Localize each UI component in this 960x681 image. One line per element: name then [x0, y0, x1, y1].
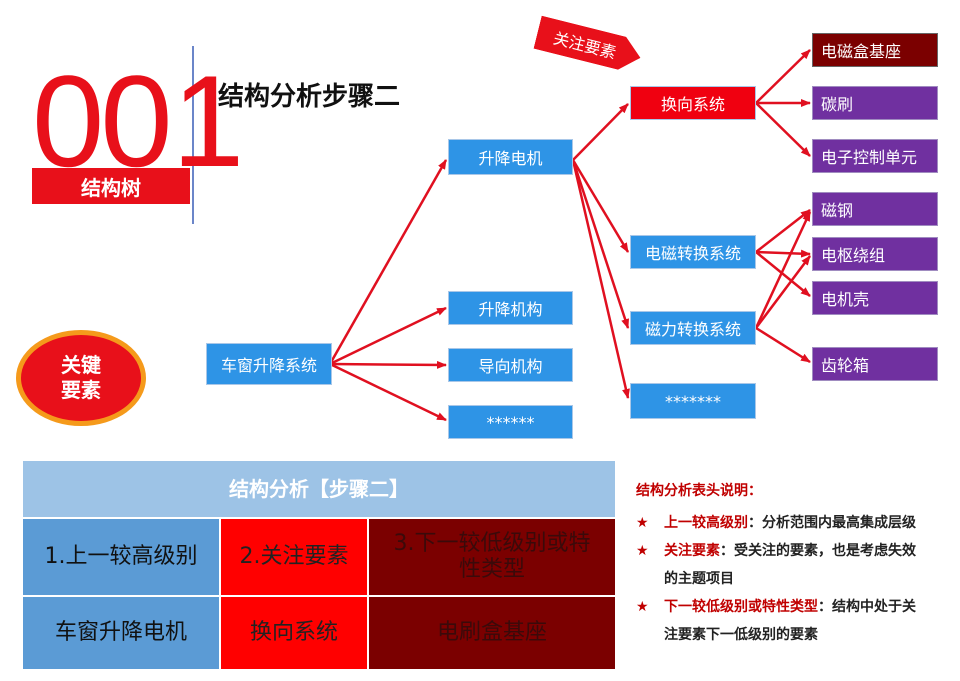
edge-root-motor — [328, 159, 448, 365]
page-title: 结构分析步骤二 — [218, 82, 401, 112]
edge-motor-commutation — [572, 103, 629, 161]
node-root: 车窗升降系统 — [206, 343, 332, 385]
node-gearbox: 齿轮箱 — [812, 347, 938, 381]
node-commutation-system: 换向系统 — [630, 86, 756, 120]
node-electromagnetic-system: 电磁转换系统 — [630, 235, 756, 269]
note-term: 上一较高级别 — [664, 515, 748, 531]
edge-commutation-base — [755, 49, 811, 104]
node-magnetic-system: 磁力转换系统 — [630, 311, 756, 345]
node-guide-mechanism: 导向机构 — [448, 348, 573, 382]
table-header-notes: 结构分析表头说明： ★ 上一较高级别：分析范围内最高集成层级 ★ 关注要素：受关… — [636, 477, 926, 649]
section-number: 00 — [32, 48, 173, 194]
column-header-focus-element: 2.关注要素 — [220, 518, 368, 596]
note-text: ：结构中处于关注要素下一低级别的要素 — [664, 599, 916, 643]
table-header: 结构分析【步骤二】 — [22, 460, 616, 518]
edge-mag-gearbox — [755, 326, 811, 364]
badge-line-1: 关键 — [61, 353, 101, 377]
star-icon: ★ — [636, 599, 649, 615]
edge-root-other — [329, 362, 447, 422]
note-term: 下一较低级别或特性类型 — [664, 599, 818, 615]
note-item: ★ 下一较低级别或特性类型：结构中处于关注要素下一低级别的要素 — [636, 593, 926, 649]
note-item: ★ 关注要素：受关注的要素，也是考虑失效的主题项目 — [636, 537, 926, 593]
node-lift-mechanism: 升降机构 — [448, 291, 573, 325]
node-level2-other: ****** — [448, 405, 573, 439]
edge-mag-magnet — [754, 211, 812, 329]
edge-motor-magnetic — [571, 159, 630, 329]
table-row-cell-lower-level: 电刷盒基座 — [368, 596, 616, 670]
section-tag: 结构树 — [32, 168, 190, 204]
node-magnet-steel: 磁钢 — [812, 192, 938, 226]
node-armature-winding: 电枢绕组 — [812, 237, 938, 271]
edge-em-housing — [755, 251, 811, 297]
node-motor-housing: 电机壳 — [812, 281, 938, 315]
structure-analysis-table: 结构分析【步骤二】 1.上一较高级别 2.关注要素 3.下一较低级别或特性类型 … — [22, 460, 616, 670]
edge-motor-electromagnetic — [571, 159, 630, 253]
table-row-cell-higher-level: 车窗升降电机 — [22, 596, 220, 670]
node-motor: 升降电机 — [448, 139, 573, 175]
node-ecu: 电子控制单元 — [812, 139, 938, 173]
column-header-higher-level: 1.上一较高级别 — [22, 518, 220, 596]
edge-em-winding — [755, 249, 811, 258]
edge-root-lift — [329, 306, 447, 366]
edge-root-guide — [329, 360, 447, 369]
key-element-badge: 关键 要素 — [16, 330, 146, 426]
edge-motor-other — [571, 159, 630, 399]
note-term: 关注要素 — [664, 543, 720, 559]
node-carbon-brush: 碳刷 — [812, 86, 938, 120]
note-text: ：受关注的要素，也是考虑失效的主题项目 — [664, 543, 916, 587]
header-divider — [192, 46, 194, 224]
node-brush-box-base: 电磁盒基座 — [812, 33, 938, 67]
edge-commutation-ecu — [755, 102, 811, 157]
column-header-lower-level: 3.下一较低级别或特性类型 — [368, 518, 616, 596]
table-row-cell-focus-element: 换向系统 — [220, 596, 368, 670]
note-item: ★ 上一较高级别：分析范围内最高集成层级 — [636, 509, 926, 537]
section-number-last: 1 — [172, 48, 244, 194]
star-icon: ★ — [636, 543, 649, 559]
node-level3-other: ******* — [630, 383, 756, 419]
note-text: ：分析范围内最高集成层级 — [748, 515, 916, 531]
notes-heading: 结构分析表头说明： — [636, 483, 762, 499]
star-icon: ★ — [636, 515, 649, 531]
edge-em-magnet — [755, 209, 811, 253]
edge-mag-winding — [755, 255, 811, 329]
badge-line-2: 要素 — [61, 378, 101, 402]
